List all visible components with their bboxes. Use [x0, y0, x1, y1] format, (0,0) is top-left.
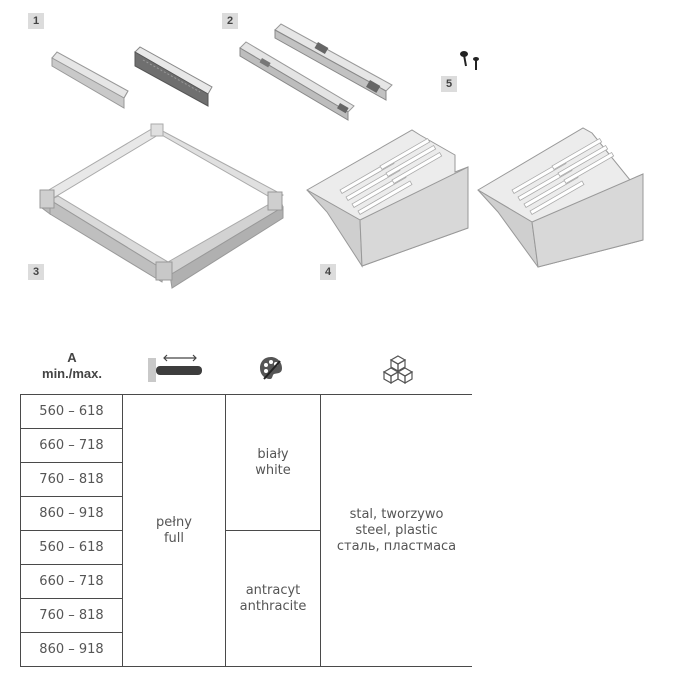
dimension-cell: 560 – 618	[20, 530, 123, 565]
header-a: A min./max.	[30, 350, 114, 382]
header-a-title: A	[67, 350, 77, 365]
label-4: 4	[320, 264, 336, 280]
material-ru: сталь, пластмаса	[336, 538, 457, 554]
runner-front	[239, 41, 355, 121]
dimension-cell: 660 – 718	[20, 564, 123, 599]
label-2: 2	[222, 13, 238, 29]
table-row: 560 – 618 antracyt anthracite	[20, 530, 473, 667]
color-white-pl: biały	[257, 446, 289, 462]
dimension-cell: 760 – 818	[20, 598, 123, 633]
divider-right	[477, 127, 644, 268]
dimension-cell: 860 – 918	[20, 496, 123, 531]
color-white-en: white	[255, 462, 291, 478]
side-profile-right	[134, 46, 213, 107]
label-1: 1	[28, 13, 44, 29]
label-5: 5	[441, 76, 457, 92]
palette-icon	[260, 357, 282, 380]
screws	[460, 51, 479, 70]
divider-left	[305, 129, 469, 268]
table-row: 560 – 618 pełny full biały white stal, t…	[20, 394, 472, 667]
side-profile-left	[51, 51, 129, 109]
table-row: 760 – 818	[20, 598, 473, 633]
dimension-cell: 660 – 718	[20, 428, 123, 463]
full-extension-slide-icon	[148, 354, 202, 382]
color-cell-anthracite: antracyt anthracite	[225, 530, 321, 667]
runner-back	[274, 23, 393, 101]
material-cell: stal, tworzywo steel, plastic сталь, пла…	[320, 394, 472, 667]
color-anthracite-en: anthracite	[239, 598, 307, 614]
material-en: steel, plastic	[355, 522, 438, 538]
extension-cell: pełny full	[122, 394, 226, 667]
dimension-cell: 760 – 818	[20, 462, 123, 497]
dimension-cell: 560 – 618	[20, 394, 123, 429]
extension-en: full	[163, 530, 185, 546]
table-row: 660 – 718	[20, 428, 473, 463]
label-3: 3	[28, 264, 44, 280]
color-anthracite-pl: antracyt	[245, 582, 301, 598]
material-pl: stal, tworzywo	[349, 506, 444, 522]
dimension-cell: 860 – 918	[20, 632, 123, 667]
table-row: 660 – 718	[20, 564, 473, 599]
table-row: 860 – 918	[20, 632, 473, 667]
table-row: 860 – 918	[20, 496, 473, 531]
parts-illustration	[39, 23, 644, 289]
cubes-icon	[382, 355, 414, 385]
header-a-subtitle: min./max.	[42, 366, 102, 381]
table-row: 760 – 818	[20, 462, 473, 497]
color-cell-white: biały white	[225, 394, 321, 531]
drawer-frame	[39, 123, 284, 289]
spec-table: 560 – 618 pełny full biały white stal, t…	[20, 394, 472, 667]
extension-pl: pełny	[156, 514, 192, 530]
